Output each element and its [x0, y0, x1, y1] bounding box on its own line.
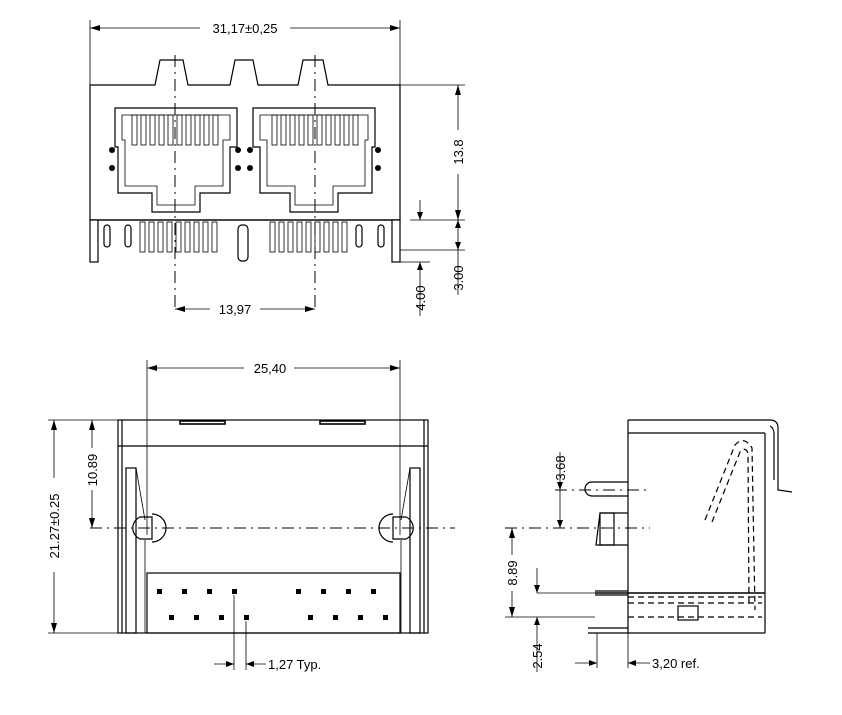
- dim-bottom-width: 25,40: [254, 361, 287, 376]
- dim-front-width: 31,17±0,25: [213, 21, 278, 36]
- dim-side-889: 8.89: [505, 560, 520, 585]
- dim-side-254: 2.54: [530, 643, 545, 668]
- dim-bottom-height: 21.27±0.25: [47, 494, 62, 559]
- dim-side-368: 3.68: [553, 455, 568, 480]
- front-view: 31,17±0,25: [89, 18, 466, 318]
- dim-pin-len-4: 4.00: [413, 285, 428, 310]
- dim-bottom-offset: 10.89: [85, 454, 100, 487]
- dim-pin-pitch: 1,27 Typ.: [268, 657, 321, 672]
- dim-front-height: 13.8: [451, 139, 466, 164]
- bottom-view: 25,40: [46, 360, 455, 672]
- dim-pin-len-3: 3.00: [451, 265, 466, 290]
- dim-side-ref: 3,20 ref.: [652, 656, 700, 671]
- side-view: 3.68 8.89 2.54 3,20 ref.: [504, 419, 793, 672]
- dim-pin-span: 13,97: [219, 302, 252, 317]
